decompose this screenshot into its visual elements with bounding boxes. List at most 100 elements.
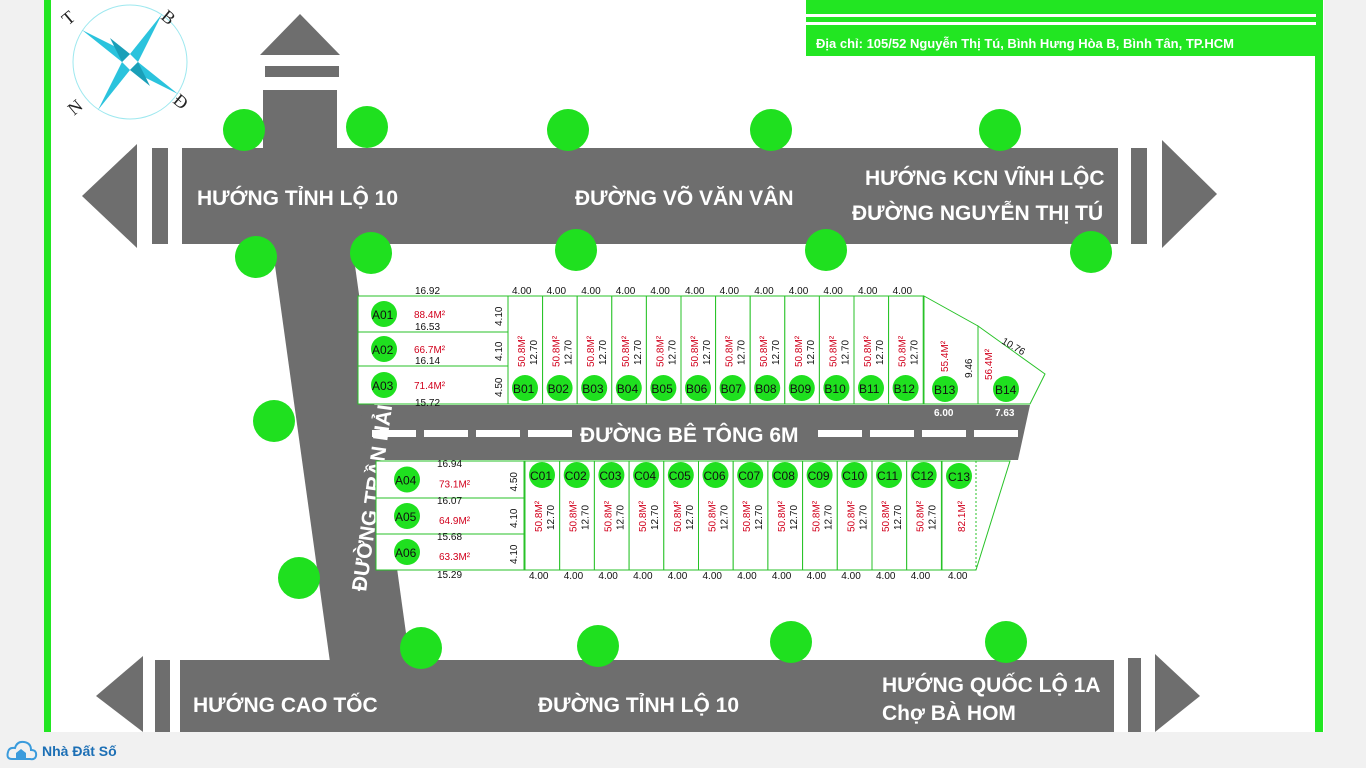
lot-width: 4.00 — [650, 286, 670, 297]
lot-marker — [806, 462, 833, 488]
lot-id: B03 — [582, 382, 604, 396]
lot-area: 50.8M² — [621, 335, 632, 367]
lot-marker — [910, 462, 937, 488]
a06-bottom-edge-label: 15.29 — [437, 570, 462, 581]
lot-marker — [512, 375, 538, 401]
tree-icon — [253, 400, 295, 442]
tree-icon — [979, 109, 1021, 151]
lot-id: C11 — [877, 469, 898, 483]
lot-id: C08 — [773, 469, 795, 483]
lot-marker — [394, 503, 420, 529]
brand-logo[interactable]: Nhà Đất Số — [6, 734, 166, 768]
lot-area: 50.8M² — [828, 335, 839, 367]
tree-icon — [805, 229, 847, 271]
lot-b13[interactable]: 55.4M² B13 6.00 — [923, 295, 979, 419]
lot-marker — [529, 462, 555, 488]
lot-id: B11 — [859, 382, 880, 396]
lot-area: 64.9M² — [439, 516, 471, 527]
lot-depth: 12.70 — [720, 505, 731, 530]
lot-marker — [771, 462, 798, 488]
lot-area: 66.7M² — [414, 345, 446, 356]
map-border-right — [1315, 0, 1323, 732]
lot-width: 4.00 — [512, 286, 532, 297]
lot-marker — [841, 462, 868, 488]
lot-b14[interactable]: 56.4M² 9.46 10.76 B14 7.63 — [964, 325, 1046, 419]
lot-marker — [598, 462, 625, 488]
lot-depth: 12.70 — [840, 340, 851, 365]
lot-marker — [581, 375, 608, 401]
label-duong-nguyen-thi-tu: ĐƯỜNG NGUYỄN THỊ TÚ — [852, 201, 1103, 225]
lot-b14-id: B14 — [995, 383, 1017, 397]
lot-top-edge: 15.68 — [437, 532, 462, 543]
label-huong-tinh-lo-10: HƯỚNG TỈNH LỘ 10 — [197, 186, 398, 210]
lot-c13[interactable]: 82.1M² C13 4.00 — [941, 460, 1011, 582]
tree-icon — [235, 236, 277, 278]
tree-icon — [577, 625, 619, 667]
lot-depth: 12.70 — [858, 505, 869, 530]
lot-id: B06 — [686, 382, 708, 396]
lot-width: 4.00 — [841, 571, 861, 582]
lot-area: 50.8M² — [759, 335, 770, 367]
lot-depth: 12.70 — [564, 340, 575, 365]
lot-id: B01 — [513, 382, 535, 396]
tree-icon — [346, 106, 388, 148]
tree-icon — [770, 621, 812, 663]
lot-width: 4.00 — [772, 571, 792, 582]
lot-id: C01 — [530, 469, 552, 483]
lot-marker — [788, 375, 815, 401]
lot-area: 50.8M² — [846, 500, 857, 532]
lot-marker — [563, 462, 590, 488]
lot-area: 73.1M² — [439, 480, 471, 491]
lot-width: 4.00 — [685, 286, 705, 297]
lot-marker — [667, 462, 694, 488]
a03-bottom-edge-label: 15.72 — [415, 398, 440, 409]
lot-width: 4.00 — [789, 286, 809, 297]
lot-marker — [394, 466, 420, 493]
label-duong-tinh-lo-10: ĐƯỜNG TỈNH LỘ 10 — [538, 693, 739, 717]
lot-area: 50.8M² — [725, 335, 736, 367]
lot-marker — [737, 462, 764, 488]
lot-width: 4.00 — [703, 571, 723, 582]
lot-marker — [546, 375, 573, 401]
lot-depth: 12.70 — [633, 340, 644, 365]
lot-width: 4.00 — [564, 571, 584, 582]
lot-id: C03 — [599, 469, 621, 483]
tree-icon — [750, 109, 792, 151]
lot-b13-front: 6.00 — [934, 408, 954, 419]
lot-width: 4.00 — [529, 571, 549, 582]
lot-area: 50.8M² — [898, 335, 909, 367]
lot-depth: 12.70 — [667, 340, 678, 365]
lot-b13-id: B13 — [934, 383, 956, 397]
